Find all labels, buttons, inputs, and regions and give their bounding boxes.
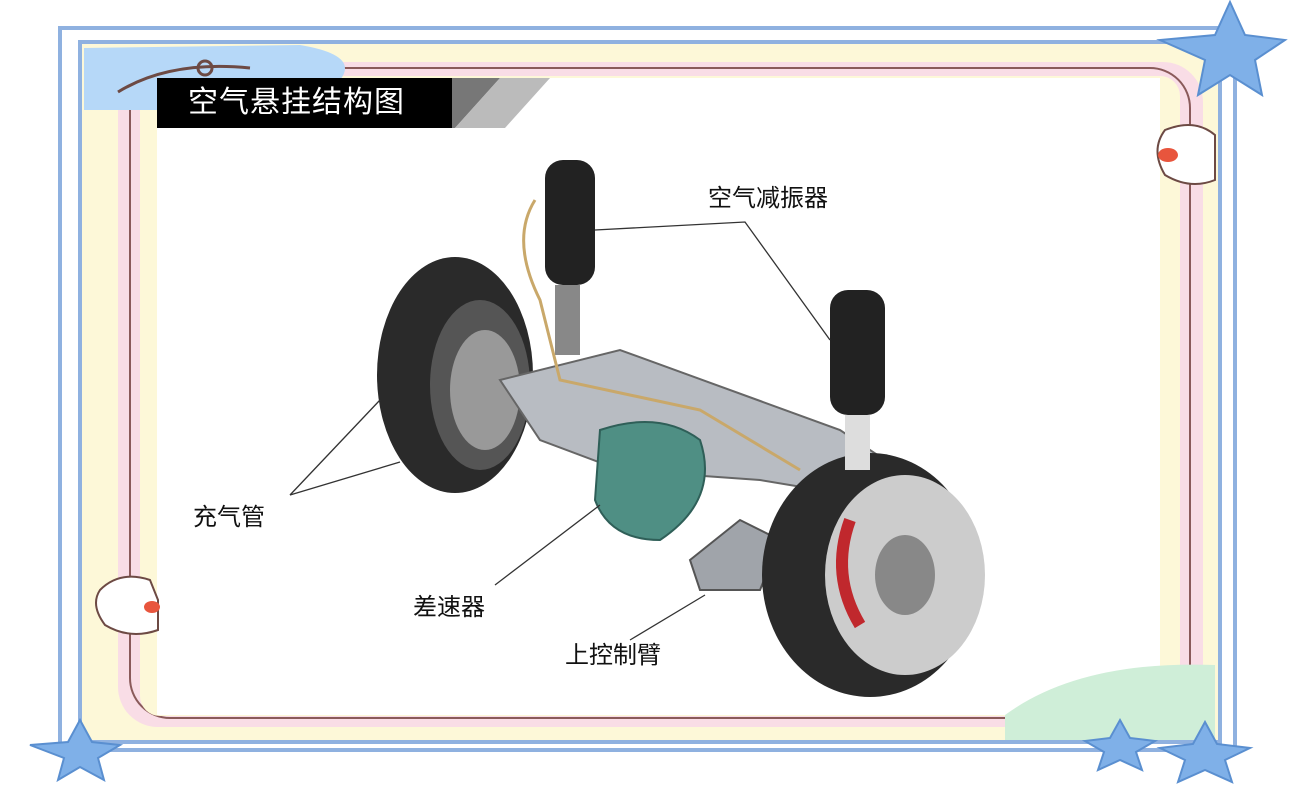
green-blob-decoration <box>1005 664 1215 740</box>
air-hose <box>522 199 801 472</box>
cloud-decoration-right <box>1156 124 1216 185</box>
label-air-hose: 充气管 <box>193 503 265 531</box>
cloud-decoration-left <box>95 575 160 635</box>
title-bar <box>157 78 452 128</box>
label-upper-control-arm: 上控制臂 <box>565 641 661 669</box>
left-wheel <box>377 257 533 493</box>
page-title: 空气悬挂结构图 <box>188 85 405 120</box>
left-air-shock <box>545 160 595 355</box>
star-icon <box>1156 719 1254 784</box>
star-icon <box>1081 717 1159 772</box>
differential <box>593 421 706 542</box>
label-air-shock: 空气减振器 <box>708 184 828 212</box>
star-icon <box>29 717 124 783</box>
star-icon <box>1156 0 1288 98</box>
right-air-shock <box>830 290 885 470</box>
right-wheel <box>762 453 985 697</box>
leader-lines <box>289 221 831 641</box>
label-differential: 差速器 <box>413 593 485 621</box>
